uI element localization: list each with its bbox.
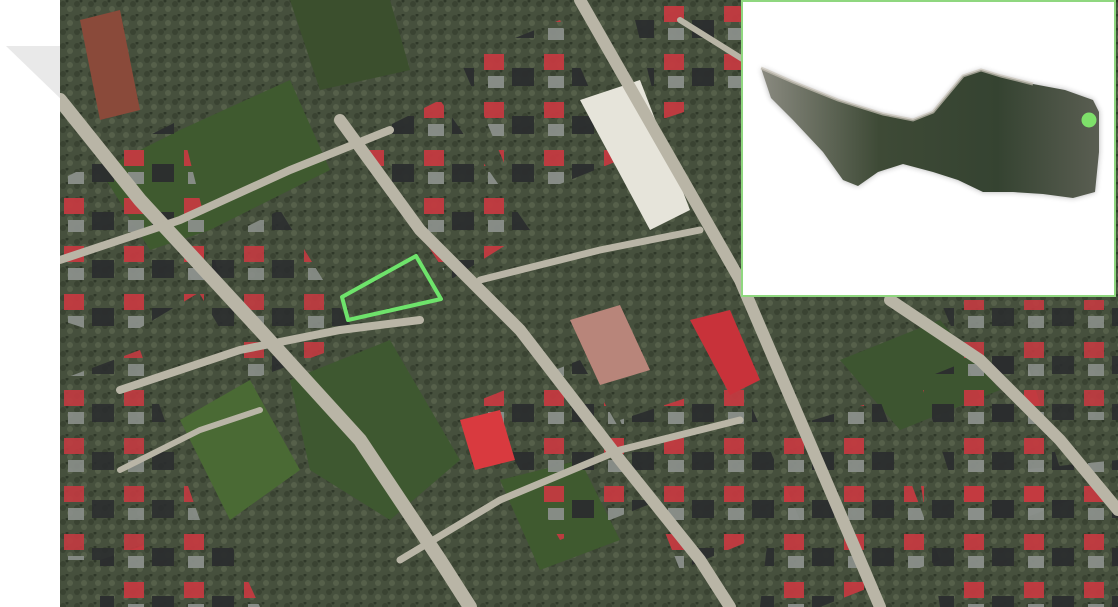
satellite-image	[60, 0, 1118, 607]
highlighted-parcel[interactable]	[340, 254, 443, 322]
watermark-triangle-icon	[6, 46, 64, 102]
region-outline	[760, 66, 1099, 198]
left-margin	[0, 0, 60, 607]
landmark-roofs	[80, 10, 760, 470]
region-shape	[761, 68, 1099, 198]
location-dot-icon[interactable]	[1081, 112, 1097, 128]
locator-inset-map[interactable]	[741, 0, 1116, 297]
